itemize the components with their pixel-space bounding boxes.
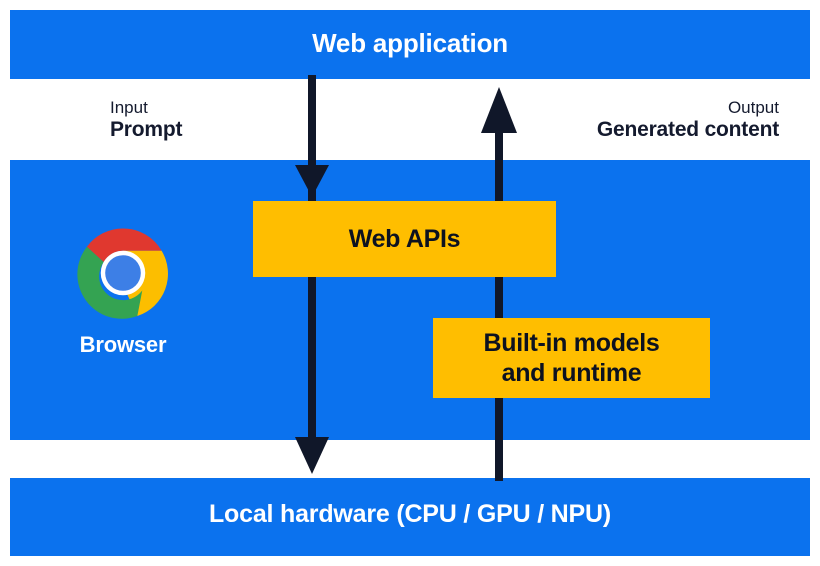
component-builtin-models-label-line1: Built-in models (483, 328, 660, 357)
flow-label-input-kicker: Input (110, 98, 148, 117)
component-builtin-models-label: Built-in models and runtime (483, 328, 659, 389)
flow-label-input: Input Prompt (110, 98, 183, 142)
band-local-hardware (10, 478, 810, 556)
browser-caption: Browser (79, 332, 167, 357)
band-web-application-label: Web application (312, 28, 508, 58)
band-web-application (10, 10, 810, 79)
component-web-apis-label: Web APIs (348, 224, 461, 253)
component-web-apis[interactable]: Web APIs (253, 201, 556, 277)
flow-label-output-value: Generated content (596, 117, 779, 141)
flow-label-input-value: Prompt (110, 117, 183, 141)
chrome-logo-icon (77, 228, 168, 319)
arrow-up-icon (481, 87, 517, 481)
flow-label-output-kicker: Output (727, 98, 779, 117)
band-local-hardware-label: Local hardware (CPU / GPU / NPU) (208, 500, 611, 528)
browser-group: Browser (63, 226, 183, 358)
flow-label-output: Output Generated content (597, 98, 779, 142)
component-builtin-models-label-line2: and runtime (501, 359, 642, 387)
component-builtin-models[interactable]: Built-in models and runtime (433, 318, 710, 398)
